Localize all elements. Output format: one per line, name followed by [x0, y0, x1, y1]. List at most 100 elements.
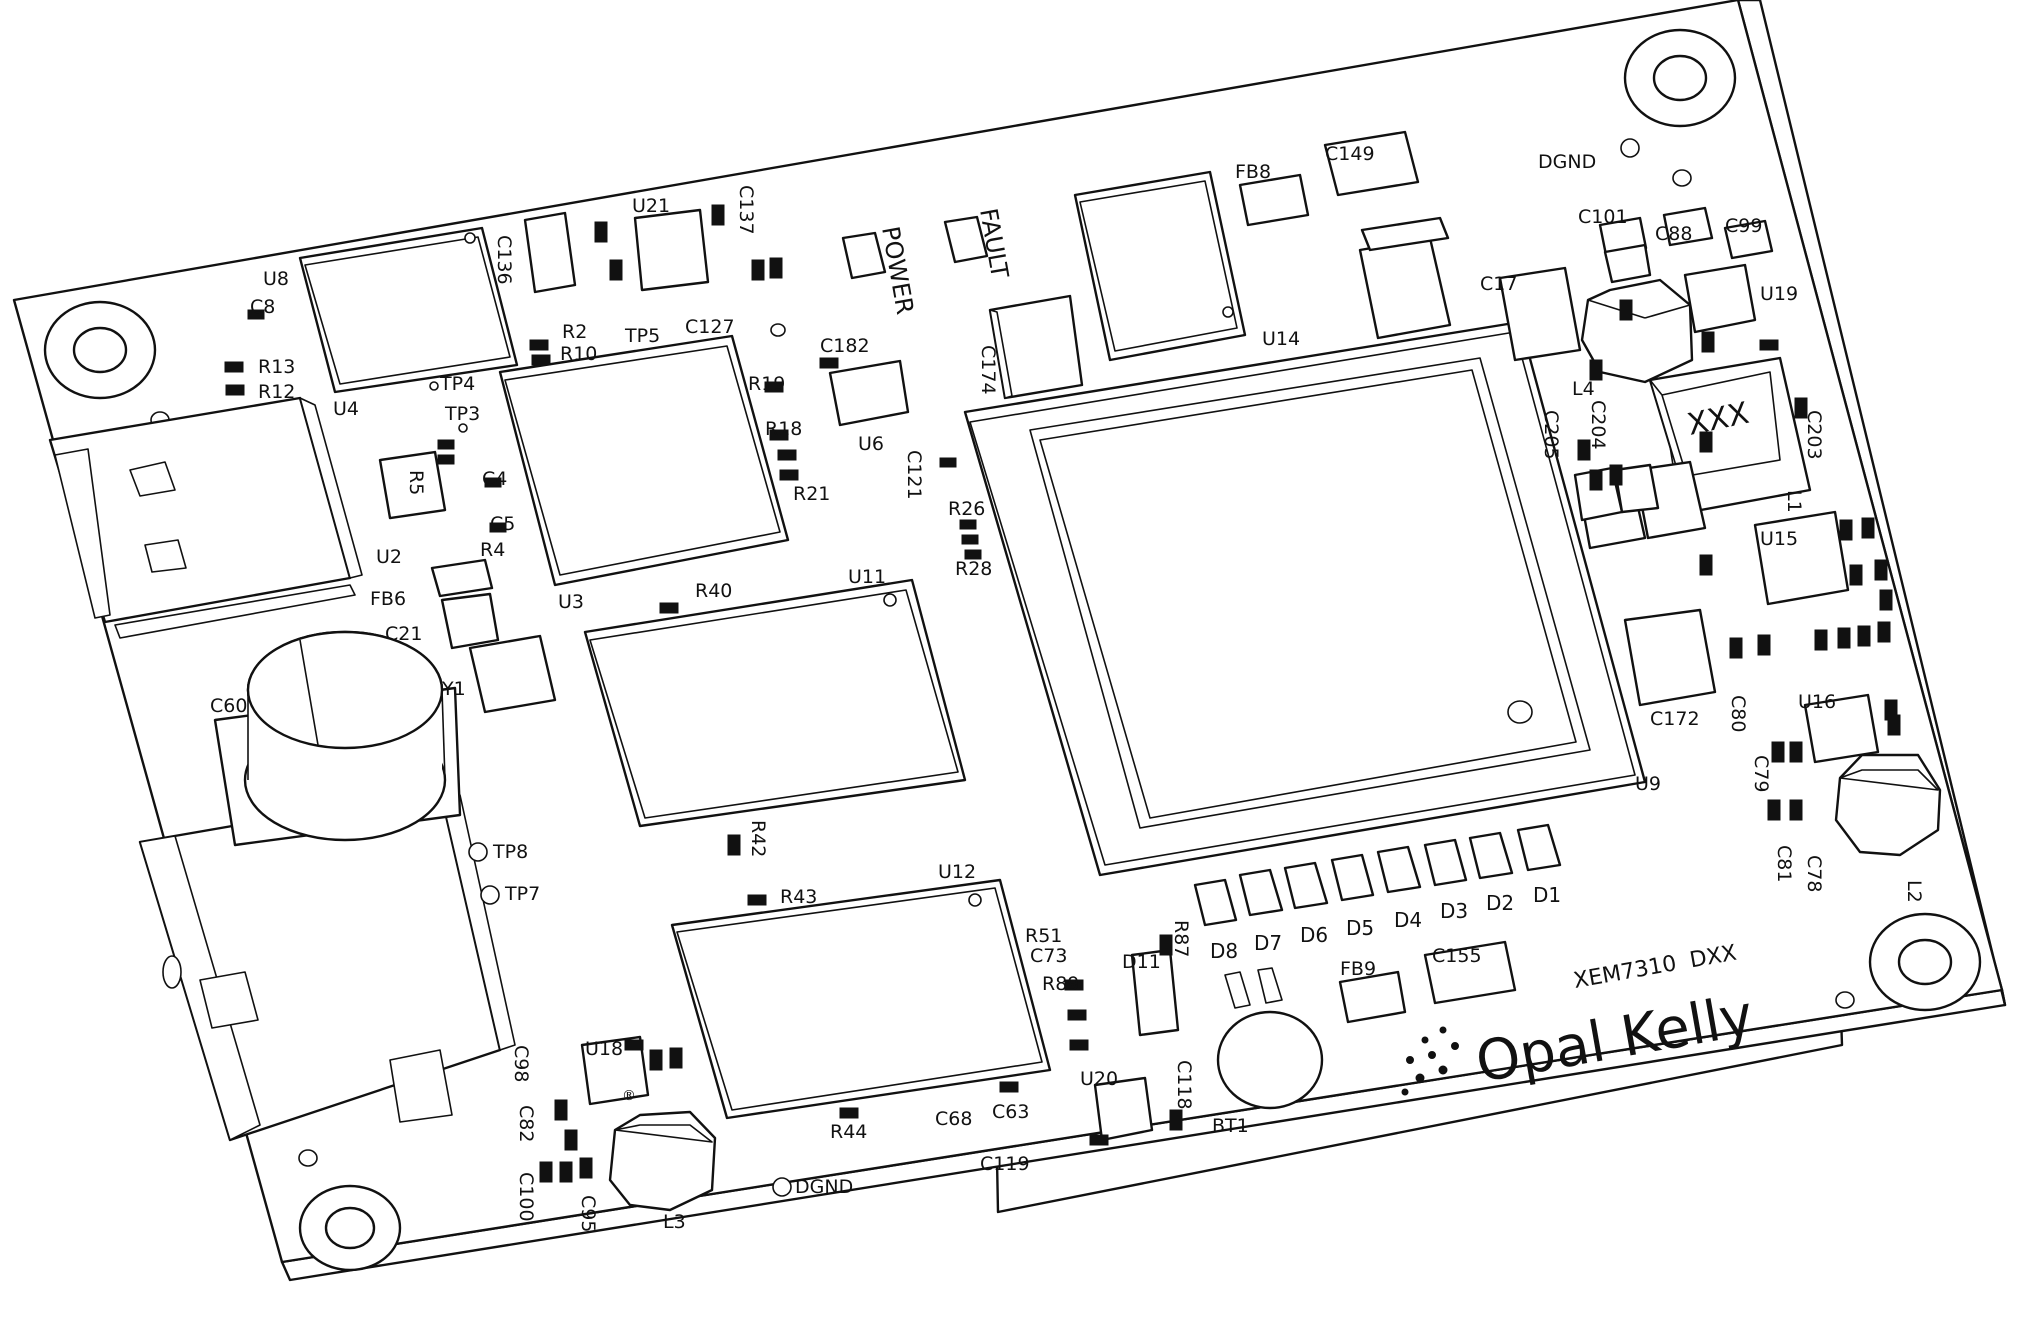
label-r89: R89	[1042, 973, 1079, 995]
label-dgnd-bottom: DGND	[795, 1176, 853, 1198]
opal-kelly-logo-dots	[1401, 1026, 1459, 1096]
label-u15: U15	[1760, 528, 1798, 550]
label-c8: C8	[250, 296, 275, 318]
mounting-hole-bottom-right	[1868, 912, 1982, 1012]
mounting-hole-bottom-left	[298, 1184, 402, 1272]
label-l1: L1	[1783, 490, 1805, 513]
label-u9: U9	[1635, 773, 1661, 795]
label-c82: C82	[515, 1105, 537, 1142]
label-c136: C136	[493, 235, 515, 285]
label-fb9: FB9	[1340, 958, 1376, 980]
label-c204: C204	[1587, 400, 1609, 450]
label-r19: R19	[748, 373, 785, 395]
label-r87: R87	[1170, 920, 1192, 957]
label-c88: C88	[1655, 223, 1692, 245]
label-tp5: TP5	[624, 325, 660, 347]
label-u3: U3	[558, 591, 584, 613]
mounting-holes	[43, 28, 1982, 1272]
label-tp3: TP3	[444, 403, 480, 425]
inductor-l2	[1834, 753, 1942, 857]
label-r5: R5	[405, 470, 427, 495]
led-labels: D8 D7 D6 D5 D4 D3 D2 D1	[1210, 883, 1561, 963]
led-label-d3: D3	[1440, 899, 1468, 923]
label-r13: R13	[258, 356, 295, 378]
label-l2: L2	[1903, 880, 1925, 903]
led-label-d1: D1	[1533, 883, 1561, 907]
led-label-d7: D7	[1254, 931, 1282, 955]
label-fb6: FB6	[370, 588, 406, 610]
label-tp4: TP4	[439, 373, 475, 395]
label-c101: C101	[1578, 206, 1628, 228]
label-l3: L3	[663, 1211, 686, 1233]
inductor-l3	[608, 1110, 717, 1212]
label-c174: C174	[977, 345, 999, 395]
label-c79: C79	[1750, 755, 1772, 792]
label-c121: C121	[903, 450, 925, 500]
registered-mark: ®	[622, 1088, 636, 1104]
label-dgnd-top: DGND	[1538, 151, 1596, 173]
via-hole	[1672, 169, 1692, 187]
label-c95: C95	[577, 1195, 599, 1232]
label-c203: C203	[1803, 410, 1825, 460]
label-r18: R18	[765, 418, 802, 440]
label-u19: U19	[1760, 283, 1798, 305]
label-bt1: BT1	[1212, 1115, 1249, 1137]
label-y1: Y1	[441, 678, 466, 700]
label-u12: U12	[938, 861, 976, 883]
label-c127: C127	[685, 316, 735, 338]
label-r43: R43	[780, 886, 817, 908]
electrolytic-capacitor-c60	[213, 630, 462, 847]
via-hole	[298, 1149, 318, 1167]
label-r44: R44	[830, 1121, 867, 1143]
led-label-d6: D6	[1300, 923, 1328, 947]
led-label-d2: D2	[1486, 891, 1514, 915]
label-c155: C155	[1432, 945, 1482, 967]
chip-u8	[298, 226, 519, 394]
label-r28: R28	[955, 558, 992, 580]
label-c182: C182	[820, 335, 870, 357]
label-u4: U4	[333, 398, 359, 420]
via-hole	[770, 323, 786, 337]
label-c17: C17	[1480, 273, 1517, 295]
mounting-hole-top-right	[1623, 28, 1737, 128]
medium-components	[378, 130, 1880, 1142]
label-u8: U8	[263, 268, 289, 290]
label-u11: U11	[848, 566, 886, 588]
label-fb8: FB8	[1235, 161, 1271, 183]
small-passives	[224, 204, 1901, 1183]
silkscreen-labels: U8 C8 R13 R12 U4 R5 TP4 TP3 C136 U21 C13…	[210, 143, 1925, 1233]
label-r2: R2	[562, 321, 587, 343]
label-c118: C118	[1173, 1060, 1195, 1110]
label-c137: C137	[735, 185, 757, 235]
led-label-d5: D5	[1346, 916, 1374, 940]
label-r40: R40	[695, 580, 732, 602]
label-u16: U16	[1798, 691, 1836, 713]
label-c172: C172	[1650, 708, 1700, 730]
led-row	[841, 215, 1562, 927]
usb-c-connector	[48, 396, 363, 639]
chip-u14	[1073, 170, 1247, 362]
label-r12: R12	[258, 381, 295, 403]
barrel-jack-connector	[138, 788, 516, 1142]
label-c81: C81	[1773, 845, 1795, 882]
label-r51: R51	[1025, 925, 1062, 947]
label-u6: U6	[858, 433, 884, 455]
label-u14: U14	[1262, 328, 1300, 350]
label-r21: R21	[793, 483, 830, 505]
label-c5: C5	[490, 513, 515, 535]
label-c205: C205	[1540, 410, 1562, 460]
label-c60: C60	[210, 695, 247, 717]
label-r10: R10	[560, 343, 597, 365]
led-label-d8: D8	[1210, 939, 1238, 963]
label-c149: C149	[1325, 143, 1375, 165]
label-tp8: TP8	[492, 841, 528, 863]
label-u21: U21	[632, 195, 670, 217]
test-points	[429, 138, 1640, 1197]
mounting-hole-top-left	[43, 300, 157, 400]
label-c4: C4	[482, 468, 507, 490]
label-c99: C99	[1725, 215, 1762, 237]
label-c63: C63	[992, 1101, 1029, 1123]
label-l4: L4	[1572, 378, 1595, 400]
label-c119: C119	[980, 1153, 1030, 1175]
